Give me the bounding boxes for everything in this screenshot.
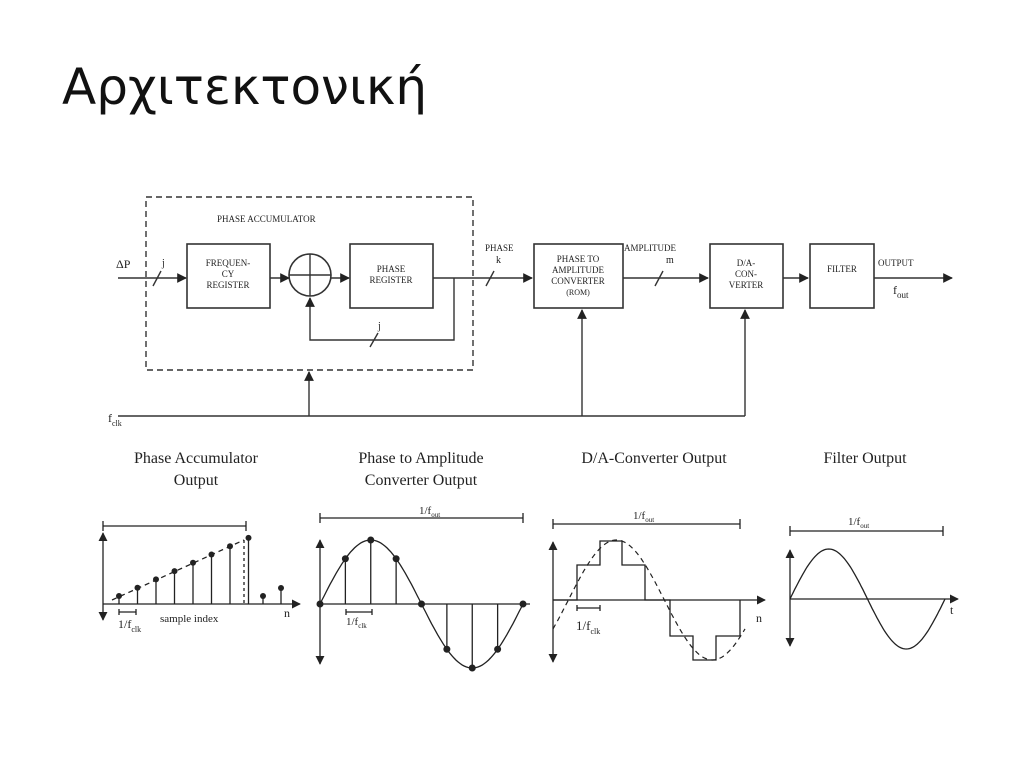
ptoa-sample-dot	[519, 600, 527, 608]
acc-ramp-dashed	[111, 539, 245, 601]
ptoa-sample-dot	[494, 645, 502, 653]
acc-samples	[116, 534, 284, 604]
filter-block	[809, 243, 875, 309]
slide-title: Αρχιτεκτονική	[62, 58, 428, 116]
acc-sample-dot	[227, 543, 233, 550]
filter-axis-t: t	[950, 603, 954, 617]
ptoa-samples	[316, 536, 527, 672]
ptoa-line-3: CONVERTER	[551, 276, 604, 286]
acc-sample-dot	[278, 585, 284, 591]
bus-slash-amplitude	[654, 270, 664, 287]
filter-label: FILTER	[827, 264, 857, 274]
ptoa-converter-block	[533, 243, 624, 309]
dac-line-1: D/A-	[737, 258, 756, 268]
bus-width-j-label: j	[161, 258, 165, 269]
dac-line-2: CON-	[735, 269, 757, 279]
output-label: OUTPUT	[878, 258, 914, 268]
panel-accumulator-title-2: Output	[174, 472, 219, 489]
acc-sample-dot	[190, 559, 196, 566]
dac-line-3: VERTER	[729, 280, 763, 290]
dac-period-label: 1/fclk	[576, 618, 600, 636]
panel-ptoa-title-1: Phase to Amplitude	[358, 450, 483, 467]
acc-sample-dot	[171, 568, 178, 575]
block-diagram-labels: PHASE ACCUMULATOR ΔP j j FREQUEN- CY REG…	[108, 214, 914, 428]
phase-accumulator-label: PHASE ACCUMULATOR	[217, 214, 316, 224]
panel-filter-title: Filter Output	[823, 450, 907, 467]
dac-staircase	[553, 540, 741, 661]
fout-label: fout	[893, 283, 909, 300]
panel-accumulator-title-1: Phase Accumulator	[134, 450, 259, 467]
amplitude-bus-label: AMPLITUDE	[624, 243, 676, 253]
ptoa-period-label: 1/fclk	[346, 616, 367, 630]
phase-register-block	[349, 243, 434, 309]
ptoa-sample-dot	[468, 664, 476, 672]
filter-top-label: 1/fout	[848, 516, 869, 530]
ptoa-line-4: (ROM)	[566, 288, 590, 297]
fclk-label: fclk	[108, 411, 122, 428]
dac-top-label: 1/fout	[633, 510, 654, 524]
phase-accumulator-boundary	[145, 196, 474, 371]
freq-register-line-1: FREQUEN-	[206, 258, 251, 268]
filter-sine-curve	[789, 548, 946, 650]
phase-bus-k-label: k	[496, 255, 501, 266]
frequency-register-block	[186, 243, 271, 309]
amplitude-bus-m-label: m	[666, 255, 674, 266]
bus-width-j-feedback-label: j	[377, 321, 381, 332]
acc-sample-dot	[153, 576, 159, 583]
ptoa-sample-dot	[367, 536, 375, 544]
phase-bus-label: PHASE	[485, 243, 514, 253]
acc-sample-dot	[245, 534, 252, 541]
acc-x-label: sample index	[160, 613, 219, 625]
acc-sample-dot	[134, 584, 141, 591]
phase-register-line-2: REGISTER	[369, 275, 412, 285]
input-delta-p-label: ΔP	[116, 257, 131, 271]
ptoa-line-2: AMPLITUDE	[552, 265, 604, 275]
bus-slash-feedback	[369, 332, 379, 348]
freq-register-line-2: CY	[222, 269, 235, 279]
acc-period-label: 1/fclk	[118, 617, 141, 634]
ptoa-line-1: PHASE TO	[557, 254, 600, 264]
panel-filter	[785, 526, 959, 647]
panel-dac-title: D/A-Converter Output	[581, 450, 727, 467]
panel-accumulator	[98, 521, 301, 621]
dac-axis-n: n	[756, 611, 762, 625]
bus-slash-input	[152, 270, 162, 287]
ptoa-sample-dot	[418, 600, 425, 608]
ptoa-sample-dot	[443, 645, 451, 653]
dac-block	[709, 243, 784, 309]
acc-sample-dot	[208, 551, 215, 558]
ptoa-sample-dot	[392, 555, 400, 563]
ptoa-top-label: 1/fout	[419, 505, 440, 519]
feedback-loop	[305, 278, 455, 341]
freq-register-line-3: REGISTER	[206, 280, 249, 290]
phase-register-line-1: PHASE	[377, 264, 406, 274]
bus-slash-phase	[485, 270, 495, 287]
acc-axis-n: n	[284, 606, 290, 620]
panel-ptoa-title-2: Converter Output	[365, 472, 478, 489]
panel-ptoa	[315, 513, 530, 665]
ptoa-sample-dot	[316, 600, 324, 608]
acc-sample-dot	[116, 593, 122, 599]
acc-sample-dot	[260, 593, 266, 599]
block-diagram	[118, 196, 953, 417]
ptoa-sample-dot	[341, 555, 349, 563]
